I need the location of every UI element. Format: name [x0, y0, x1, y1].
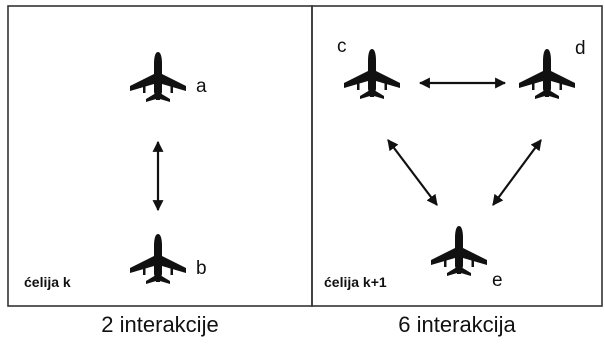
- interaction-arrow-c-e: [387, 139, 438, 206]
- interaction-arrow-d-e: [492, 139, 542, 206]
- aircraft-label-d: d: [575, 38, 586, 59]
- aircraft-c-icon: [344, 49, 400, 99]
- aircraft-label-c: c: [337, 36, 347, 57]
- aircraft-b-icon: [130, 234, 186, 284]
- caption-right: 6 interakcija: [398, 312, 516, 337]
- aircraft-d-icon: [519, 49, 575, 99]
- aircraft-label-a: a: [196, 76, 207, 97]
- caption-left: 2 interakcije: [101, 312, 219, 337]
- cell-label-left: ćelija k: [24, 274, 71, 290]
- aircraft-a-icon: [130, 52, 186, 102]
- panel-right-frame: [311, 5, 603, 307]
- aircraft-e-icon: [431, 226, 487, 276]
- aircraft-label-e: e: [492, 270, 503, 291]
- aircraft-label-b: b: [196, 258, 207, 279]
- cell-label-right: ćelija k+1: [324, 274, 387, 290]
